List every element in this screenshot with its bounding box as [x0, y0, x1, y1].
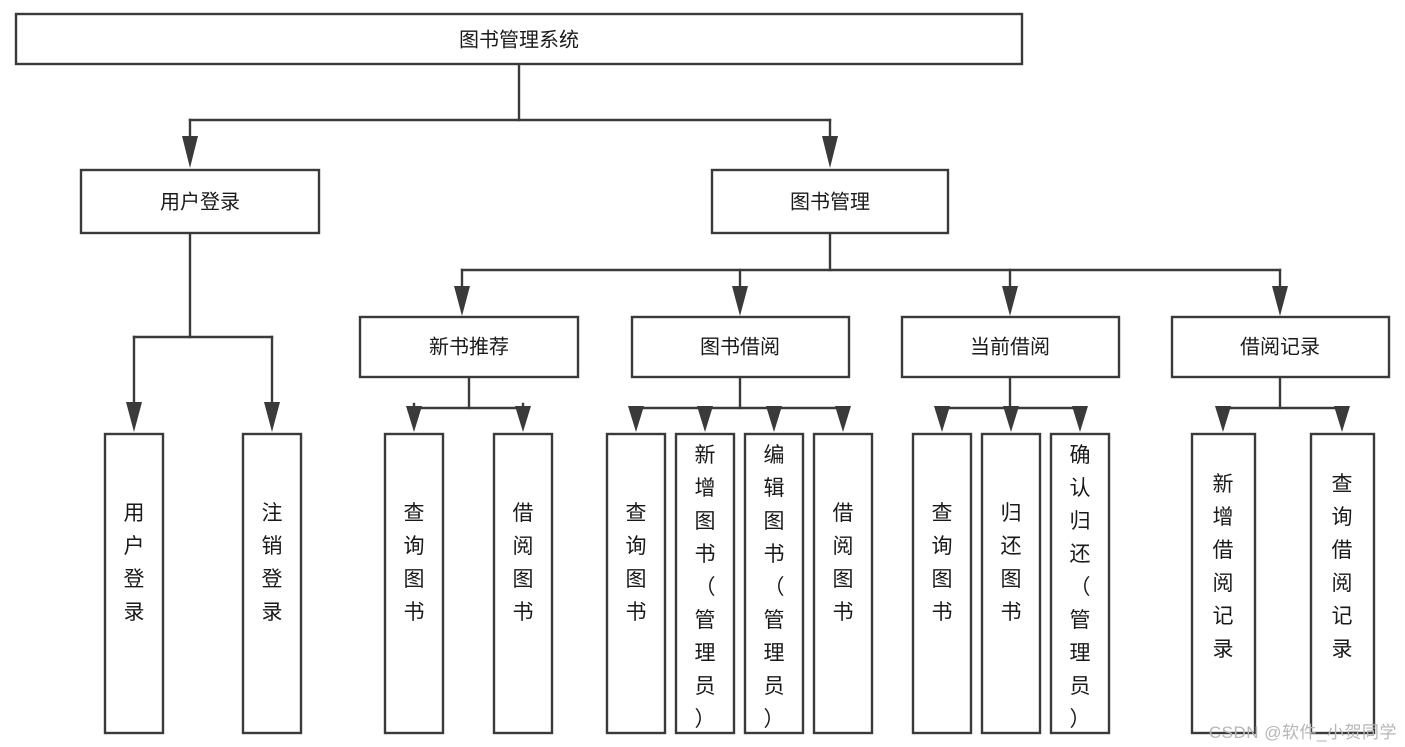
- node-leaf-borrow-book-1-box[interactable]: [492, 432, 554, 735]
- node-root-box[interactable]: [14, 12, 1024, 66]
- arrow-head-new-book-recommend: [454, 286, 470, 316]
- node-leaf-borrow-book-2[interactable]: 借阅图书: [812, 432, 874, 735]
- node-borrow-record[interactable]: 借阅记录: [1170, 315, 1391, 379]
- node-leaf-query-book-1[interactable]: 查询图书: [383, 432, 445, 735]
- arrow-head-leaf-confirm-return: [1072, 406, 1088, 432]
- node-root[interactable]: 图书管理系统: [14, 12, 1024, 66]
- arrow-head-current-borrow: [1002, 286, 1018, 316]
- node-leaf-borrow-book-2-label: 借阅图书: [833, 502, 854, 624]
- node-leaf-query-book-2[interactable]: 查询图书: [605, 432, 667, 735]
- node-book-borrow-box[interactable]: [630, 315, 851, 379]
- node-leaf-user-login-box[interactable]: [103, 432, 165, 735]
- node-leaf-edit-book-box[interactable]: [743, 432, 805, 735]
- arrow-head-leaf-query-record: [1334, 406, 1350, 432]
- connector-group: [126, 62, 1350, 432]
- node-book-borrow[interactable]: 图书借阅: [630, 315, 851, 379]
- arrow-head-leaf-edit-book: [766, 406, 782, 432]
- arrow-head-book-management: [822, 136, 838, 168]
- node-leaf-query-book-1-label: 查询图书: [404, 502, 425, 624]
- arrow-head-leaf-query-book-2: [628, 406, 644, 432]
- arrow-head-leaf-borrow-book-1: [515, 406, 531, 432]
- node-current-borrow-label: 当前借阅: [970, 335, 1050, 358]
- arrow-head-leaf-add-record: [1215, 406, 1231, 432]
- node-leaf-add-book-label: 新增图书（管理员）: [695, 444, 716, 731]
- node-leaf-query-book-1-box[interactable]: [383, 432, 445, 735]
- node-new-book-recommend[interactable]: 新书推荐: [358, 315, 580, 379]
- node-leaf-user-login-label: 用户登录: [124, 502, 145, 624]
- arrow-head-book-borrow: [732, 286, 748, 316]
- node-leaf-return-book[interactable]: 归还图书: [980, 432, 1042, 735]
- node-leaf-return-book-label: 归还图书: [1001, 502, 1022, 624]
- node-leaf-query-book-3[interactable]: 查询图书: [911, 432, 973, 735]
- node-leaf-confirm-return-label: 确认归还（管理员）: [1070, 444, 1091, 731]
- node-leaf-add-record[interactable]: 新增借阅记录: [1190, 432, 1257, 735]
- node-leaf-confirm-return-box[interactable]: [1049, 432, 1111, 735]
- node-leaf-user-login[interactable]: 用户登录: [103, 432, 165, 735]
- arrow-head-leaf-query-book-3: [934, 406, 950, 432]
- node-leaf-query-book-3-label: 查询图书: [932, 502, 953, 624]
- arrow-head-leaf-return-book: [1003, 406, 1019, 432]
- node-leaf-edit-book-label: 编辑图书（管理员）: [764, 444, 785, 731]
- node-leaf-add-book[interactable]: 新增图书（管理员）: [674, 432, 736, 735]
- arrow-head-borrow-record: [1272, 286, 1288, 316]
- node-current-borrow[interactable]: 当前借阅: [900, 315, 1121, 379]
- node-book-management-box[interactable]: [710, 168, 950, 235]
- arrow-head-leaf-borrow-book-2: [835, 406, 851, 432]
- node-leaf-edit-book[interactable]: 编辑图书（管理员）: [743, 432, 805, 735]
- node-book-management-label: 图书管理: [790, 190, 870, 213]
- node-root-label: 图书管理系统: [459, 28, 579, 51]
- node-new-book-recommend-box[interactable]: [358, 315, 580, 379]
- csdn-watermark: CSDN @软件_小贺同学: [1208, 723, 1397, 742]
- node-user-login[interactable]: 用户登录: [79, 168, 321, 235]
- node-leaf-add-record-label: 新增借阅记录: [1213, 473, 1234, 661]
- arrow-head-leaf-user-login: [126, 402, 142, 432]
- node-book-management[interactable]: 图书管理: [710, 168, 950, 235]
- node-leaf-borrow-book-1[interactable]: 借阅图书: [492, 432, 554, 735]
- arrow-head-leaf-add-book: [697, 406, 713, 432]
- node-current-borrow-box[interactable]: [900, 315, 1121, 379]
- arrow-head-leaf-query-book-1: [406, 406, 422, 432]
- node-leaf-add-record-box[interactable]: [1190, 432, 1257, 735]
- arrow-head-user-login: [182, 136, 198, 168]
- node-leaf-query-record-label: 查询借阅记录: [1332, 473, 1353, 661]
- node-borrow-record-label: 借阅记录: [1240, 335, 1320, 358]
- arrow-head-leaf-user-logout: [264, 402, 280, 432]
- node-leaf-query-book-3-box[interactable]: [911, 432, 973, 735]
- node-new-book-recommend-label: 新书推荐: [429, 335, 509, 358]
- node-leaf-return-book-box[interactable]: [980, 432, 1042, 735]
- node-leaf-user-logout-box[interactable]: [241, 432, 303, 735]
- node-user-login-box[interactable]: [79, 168, 321, 235]
- node-borrow-record-box[interactable]: [1170, 315, 1391, 379]
- node-leaf-query-record-box[interactable]: [1309, 432, 1376, 735]
- node-book-borrow-label: 图书借阅: [700, 335, 780, 358]
- node-leaf-borrow-book-2-box[interactable]: [812, 432, 874, 735]
- node-leaf-query-book-2-box[interactable]: [605, 432, 667, 735]
- node-leaf-borrow-book-1-label: 借阅图书: [513, 502, 534, 624]
- node-user-login-label: 用户登录: [160, 190, 240, 213]
- node-leaf-user-logout-label: 注销登录: [262, 502, 283, 624]
- node-leaf-query-book-2-label: 查询图书: [626, 502, 647, 624]
- node-leaf-user-logout[interactable]: 注销登录: [241, 432, 303, 735]
- node-leaf-query-record[interactable]: 查询借阅记录: [1309, 432, 1376, 735]
- node-leaf-add-book-box[interactable]: [674, 432, 736, 735]
- node-leaf-confirm-return[interactable]: 确认归还（管理员）: [1049, 432, 1111, 735]
